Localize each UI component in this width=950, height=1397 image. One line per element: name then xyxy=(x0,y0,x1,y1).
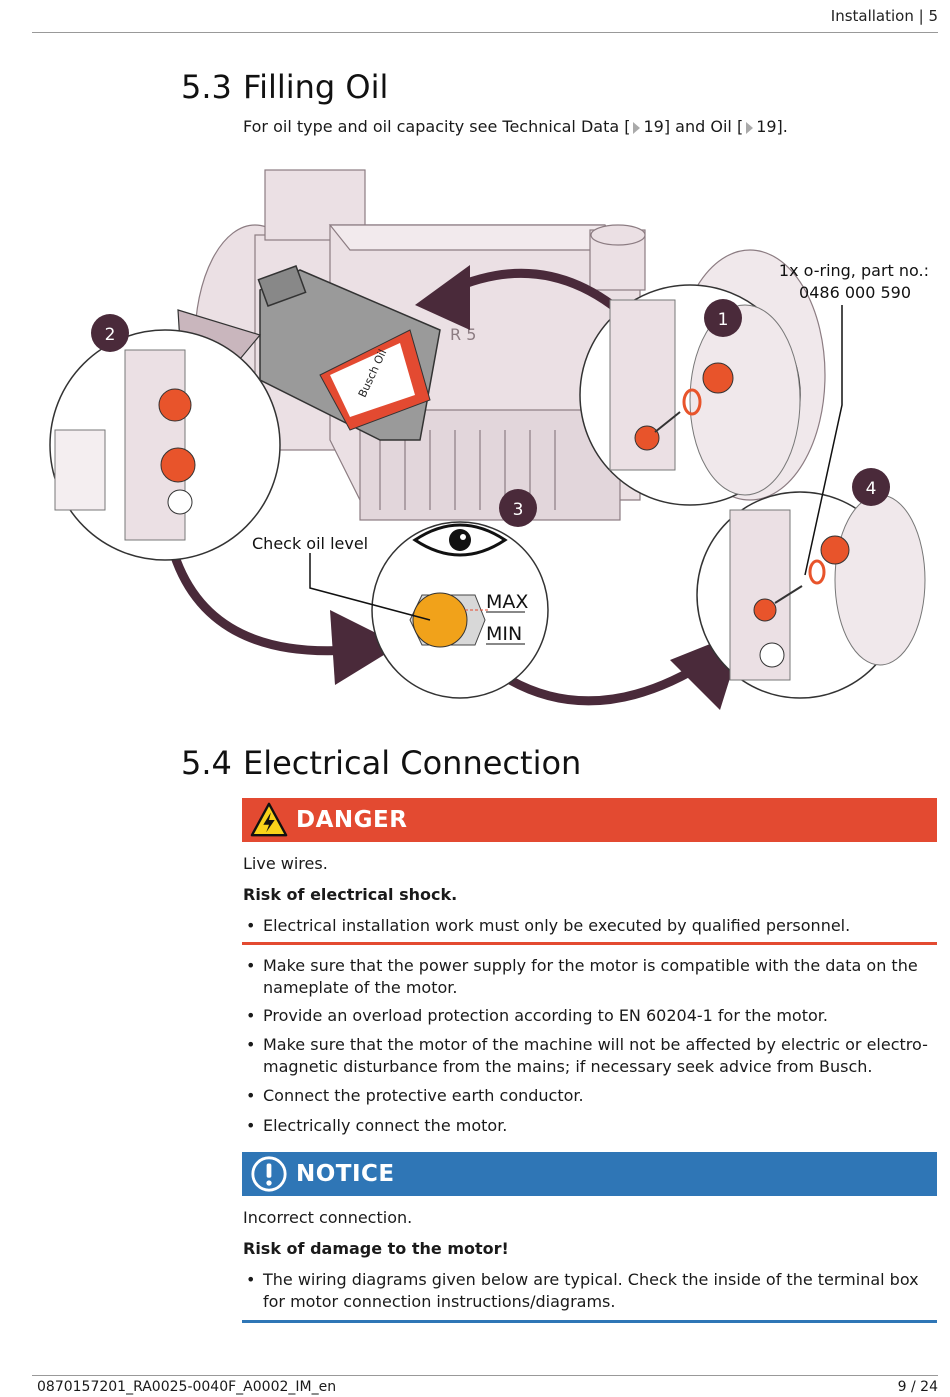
section-title: Filling Oil xyxy=(243,68,389,106)
danger-consequence-text: Risk of electrical shock. xyxy=(243,885,458,904)
danger-bullet: Electrical installation work must only b… xyxy=(246,915,936,937)
running-header: Installation | 5 xyxy=(830,7,938,25)
danger-end-rule xyxy=(242,942,937,945)
list-item: Make sure that the power supply for the … xyxy=(246,955,936,999)
ref-page-1[interactable]: 19 xyxy=(643,117,664,136)
page-ref-arrow-icon xyxy=(746,121,754,134)
detail-circle-2: 2 xyxy=(49,314,281,561)
danger-hazard-text: Live wires. xyxy=(243,854,328,873)
arrow-head-icon xyxy=(330,610,400,685)
check-oil-level-label: Check oil level xyxy=(252,534,368,553)
notice-bullet: The wiring diagrams given below are typi… xyxy=(246,1269,936,1313)
notice-consequence-text: Risk of damage to the motor! xyxy=(243,1239,509,1258)
notice-label: NOTICE xyxy=(296,1161,395,1187)
link-oil[interactable]: Oil xyxy=(710,117,732,136)
danger-label: DANGER xyxy=(296,807,408,833)
oil-filling-illustration: R 5 Busch Oil 2 xyxy=(49,169,929,710)
notice-banner: NOTICE xyxy=(242,1152,937,1196)
exclamation-notice-icon xyxy=(251,1156,287,1192)
intro-text: For oil type and oil capacity see Techni… xyxy=(243,117,788,136)
step-badge-4: 4 xyxy=(866,479,877,499)
footer-rule xyxy=(32,1375,938,1376)
intro-and: and xyxy=(675,117,706,136)
oring-label-line2: 0486 000 590 xyxy=(799,283,911,302)
document-id: 0870157201_RA0025-0040F_A0002_IM_en xyxy=(37,1379,337,1395)
header-rule xyxy=(32,32,938,33)
notice-hazard-text: Incorrect connection. xyxy=(243,1208,413,1227)
danger-banner: DANGER xyxy=(242,798,937,842)
oil-bottle-drawing: Busch Oil xyxy=(257,265,441,441)
oring-label-line1: 1x o-ring, part no.: xyxy=(779,261,929,280)
section-number: 5.4 xyxy=(181,744,232,782)
ref-page-2[interactable]: 19 xyxy=(756,117,777,136)
min-label: MIN xyxy=(486,623,522,645)
detail-circle-3: MAX MIN 3 xyxy=(371,489,549,699)
intro-prefix: For oil type and oil capacity see xyxy=(243,117,498,136)
electrical-hazard-warning-icon xyxy=(250,802,288,837)
step-badge-1: 1 xyxy=(718,310,729,330)
list-item: Provide an overload protection according… xyxy=(246,1005,936,1027)
list-item: Connect the protective earth conductor. xyxy=(246,1085,936,1107)
list-item: Electrically connect the motor. xyxy=(246,1115,936,1137)
section-title: Electrical Connection xyxy=(243,744,582,782)
link-technical-data[interactable]: Technical Data xyxy=(502,117,620,136)
arrow-head-icon xyxy=(415,265,470,330)
list-item: Make sure that the motor of the machine … xyxy=(246,1034,936,1078)
max-label: MAX xyxy=(486,591,528,613)
detail-circle-4: 4 xyxy=(696,468,926,699)
section-number: 5.3 xyxy=(181,68,232,106)
page-ref-arrow-icon xyxy=(633,121,641,134)
pump-model-label: R 5 xyxy=(450,325,476,344)
step-badge-2: 2 xyxy=(105,325,116,345)
detail-circle-1: 1 xyxy=(579,284,801,506)
step-badge-3: 3 xyxy=(513,500,524,520)
callout-lines xyxy=(309,305,843,621)
notice-end-rule xyxy=(242,1320,937,1323)
page-number: 9 / 24 xyxy=(897,1379,938,1395)
section-5-3-heading: 5.3 Filling Oil xyxy=(181,68,388,106)
section-5-4-heading: 5.4 Electrical Connection xyxy=(181,744,581,782)
